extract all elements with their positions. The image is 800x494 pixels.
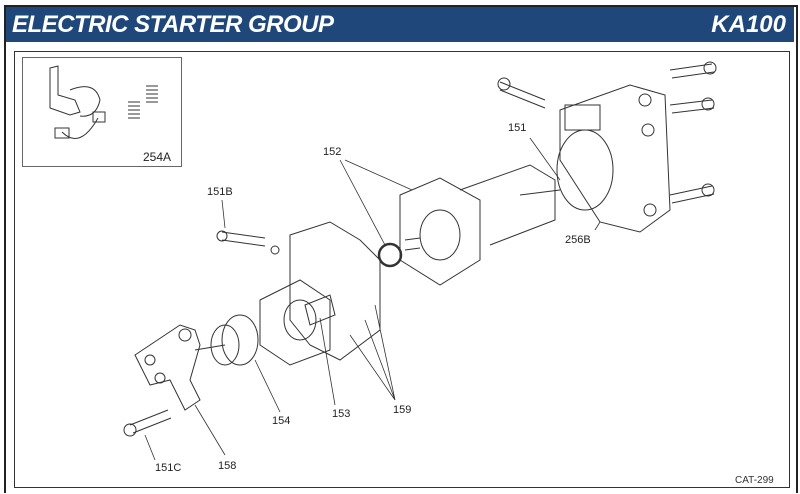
callout-151: 151	[508, 122, 527, 134]
callout-256b: 256B	[565, 234, 591, 246]
callout-154: 154	[272, 415, 291, 427]
callout-152: 152	[323, 146, 342, 158]
spring-parts	[128, 85, 158, 119]
callout-158: 158	[218, 460, 237, 472]
diagram-panel	[14, 51, 790, 488]
callout-153: 153	[332, 408, 351, 420]
drive-gear-part-154	[194, 314, 259, 366]
callout-151b: 151B	[207, 186, 233, 198]
bracket-part-256b	[556, 84, 671, 233]
callout-151c: 151C	[155, 462, 182, 474]
brush-holder-part	[49, 65, 106, 139]
callout-254a: 254A	[143, 150, 172, 164]
inset-box-254a	[22, 57, 182, 167]
header-bar: ELECTRIC STARTER GROUP KA100	[6, 7, 794, 42]
catalog-number: CAT-299	[735, 475, 774, 486]
leader-lines	[144, 137, 601, 461]
page-frame	[4, 5, 798, 493]
o-ring-part	[377, 242, 403, 268]
callout-159: 159	[393, 404, 412, 416]
housing-part	[259, 221, 381, 366]
cover-part-158	[134, 324, 201, 411]
starter-motor-part	[399, 164, 556, 286]
bolts	[123, 61, 717, 437]
model-name: KA100	[711, 11, 786, 38]
page-title: ELECTRIC STARTER GROUP	[12, 11, 334, 38]
